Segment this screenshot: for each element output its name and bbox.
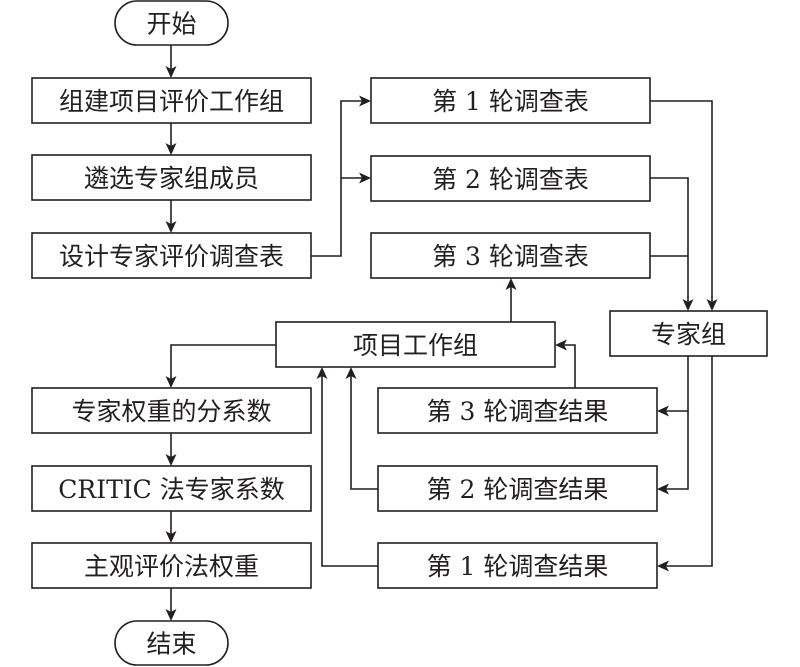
node-label: 组建项目评价工作组 [59, 87, 284, 116]
node-label: 第 2 轮调查表 [432, 165, 589, 194]
arrowhead-icon [682, 299, 694, 311]
connector-line [650, 100, 713, 305]
edges-layer [165, 45, 718, 621]
connector-line [561, 344, 576, 388]
node-label: 专家组 [651, 320, 726, 349]
edge-result-2-to-project-team [345, 367, 378, 490]
node-label: 第 3 轮调查表 [432, 242, 589, 271]
connector-line [650, 177, 689, 305]
arrowhead-icon [657, 483, 669, 495]
process-box [370, 155, 651, 202]
terminal-shape [114, 620, 229, 666]
edge-expert-group-to-result-3 [657, 356, 689, 417]
process-box [31, 77, 312, 124]
node-label: 专家权重的分系数 [71, 397, 271, 426]
arrowhead-icon [165, 376, 177, 388]
edge-design-survey-to-survey-2 [341, 172, 371, 184]
node-expert-group: 专家组 [609, 310, 768, 357]
process-box [31, 387, 312, 434]
node-label: 第 1 轮调查表 [432, 87, 589, 116]
arrowhead-icon [657, 560, 669, 572]
process-box [31, 232, 312, 279]
node-critic-coefficient: CRITIC 法专家系数 [31, 465, 312, 512]
arrowhead-icon [555, 339, 567, 351]
edge-project-team-to-survey-3 [505, 278, 517, 322]
node-label: 设计专家评价调查表 [59, 242, 284, 271]
arrowhead-icon [345, 367, 357, 379]
process-box [609, 310, 768, 357]
connector-line [321, 373, 378, 567]
connector-line [663, 356, 689, 412]
process-box [370, 232, 651, 279]
arrowhead-icon [657, 405, 669, 417]
edge-project-team-to-expert-weight-score [165, 344, 276, 388]
node-label: 开始 [146, 10, 196, 39]
node-start: 开始 [114, 0, 229, 46]
node-label: 第 1 轮调查结果 [427, 552, 609, 581]
edge-critic-coefficient-to-subjective-weight [165, 511, 177, 543]
node-result-2: 第 2 轮调查结果 [377, 465, 658, 512]
arrowhead-icon [165, 221, 177, 233]
edge-subjective-weight-to-end [165, 588, 177, 621]
node-survey-1: 第 1 轮调查表 [370, 77, 651, 124]
edge-start-to-form-team [165, 45, 177, 78]
connector-line [350, 373, 378, 490]
process-box [377, 542, 658, 589]
process-box [31, 154, 312, 201]
edge-survey-2-to-expert-group [650, 177, 694, 311]
arrowhead-icon [165, 454, 177, 466]
node-form-team: 组建项目评价工作组 [31, 77, 312, 124]
node-label: 第 3 轮调查结果 [427, 397, 609, 426]
node-label: CRITIC 法专家系数 [58, 475, 284, 504]
edge-expert-weight-score-to-critic-coefficient [165, 433, 177, 466]
node-project-team: 项目工作组 [275, 321, 556, 368]
node-label: 主观评价法权重 [84, 552, 259, 581]
process-box [377, 465, 658, 512]
edge-select-experts-to-design-survey [165, 200, 177, 233]
node-survey-2: 第 2 轮调查表 [370, 155, 651, 202]
arrowhead-icon [359, 172, 371, 184]
node-expert-weight-score: 专家权重的分系数 [31, 387, 312, 434]
node-result-1: 第 1 轮调查结果 [377, 542, 658, 589]
node-label: 第 2 轮调查结果 [427, 475, 609, 504]
arrowhead-icon [165, 609, 177, 621]
node-label: 结束 [146, 630, 196, 659]
edge-survey-1-to-expert-group [650, 100, 718, 311]
node-subjective-weight: 主观评价法权重 [31, 542, 312, 589]
process-box [31, 542, 312, 589]
edge-expert-group-to-result-2 [657, 411, 689, 495]
process-box [275, 321, 556, 368]
arrowhead-icon [359, 95, 371, 107]
node-label: 遴选专家组成员 [84, 164, 259, 193]
arrowhead-icon [505, 278, 517, 290]
terminal-shape [114, 0, 229, 46]
node-design-survey: 设计专家评价调查表 [31, 232, 312, 279]
edge-result-3-to-project-team [555, 339, 576, 388]
arrowhead-icon [706, 299, 718, 311]
process-box [377, 387, 658, 434]
connector-line [170, 344, 276, 382]
process-box [31, 465, 312, 512]
arrowhead-icon [165, 143, 177, 155]
arrowhead-icon [165, 531, 177, 543]
edge-result-1-to-project-team [316, 367, 378, 567]
process-box [370, 77, 651, 124]
edge-expert-group-to-result-1 [657, 356, 713, 572]
node-survey-3: 第 3 轮调查表 [370, 232, 651, 279]
node-label: 项目工作组 [353, 331, 478, 360]
arrowhead-icon [316, 367, 328, 379]
arrowhead-icon [165, 66, 177, 78]
connector-line [663, 356, 713, 567]
edge-form-team-to-select-experts [165, 123, 177, 155]
node-select-experts: 遴选专家组成员 [31, 154, 312, 201]
connector-line [663, 411, 689, 490]
node-end: 结束 [114, 620, 229, 666]
node-result-3: 第 3 轮调查结果 [377, 387, 658, 434]
